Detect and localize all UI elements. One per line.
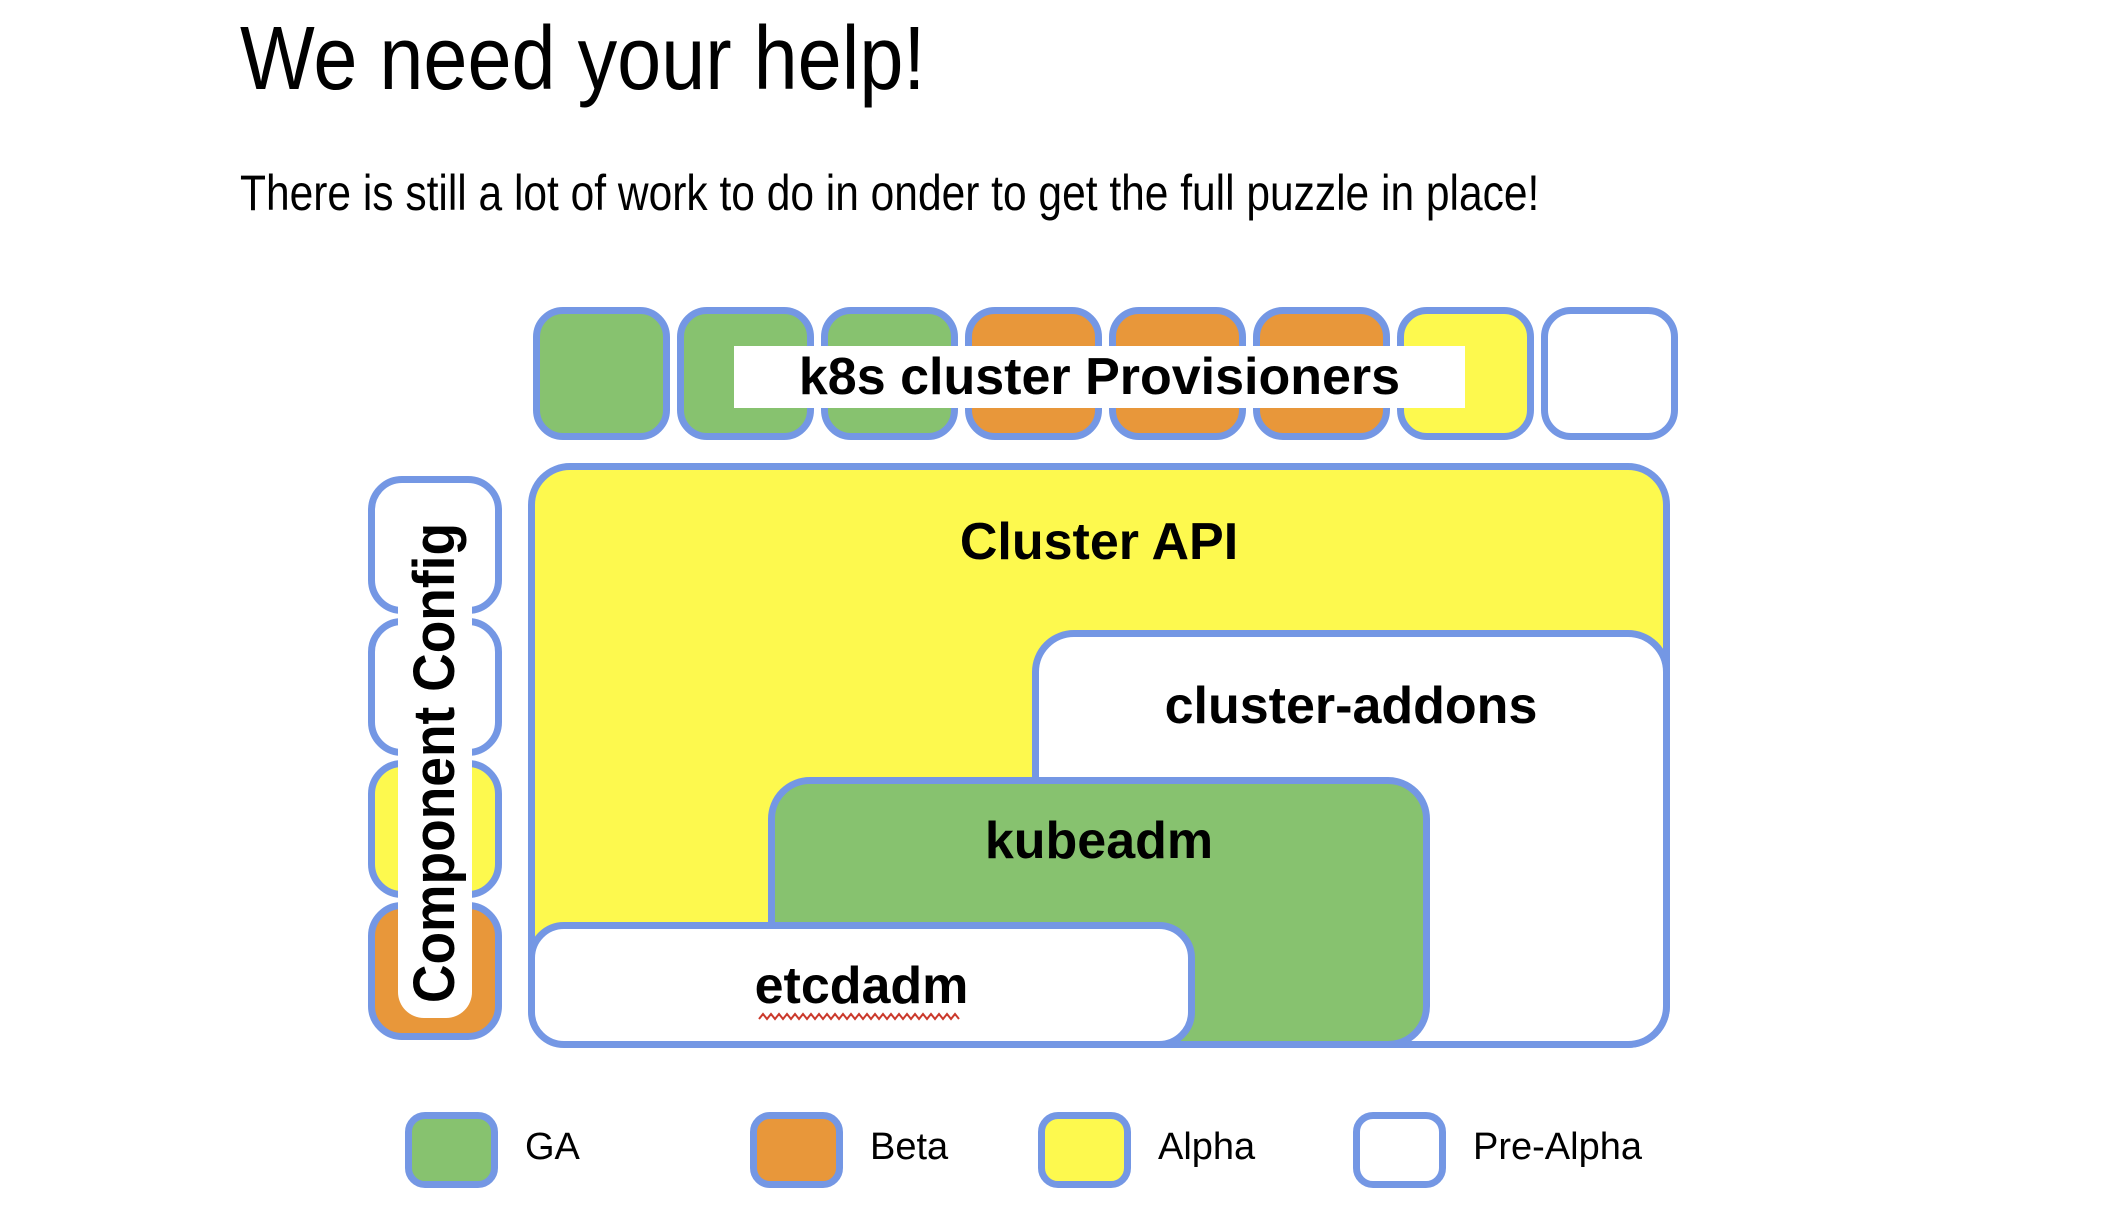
legend-swatch-ga — [405, 1112, 498, 1188]
etcdadm-block: etcdadm — [528, 922, 1195, 1048]
legend-swatch-alpha — [1038, 1112, 1131, 1188]
slide-title: We need your help! — [240, 9, 926, 109]
slide-subtitle: There is still a lot of work to do in on… — [240, 165, 1540, 221]
legend-label-ga: GA — [525, 1126, 580, 1168]
cluster-api-label: Cluster API — [959, 513, 1239, 571]
legend-label-beta: Beta — [870, 1126, 949, 1168]
legend-label-alpha: Alpha — [1158, 1126, 1256, 1168]
legend-swatch-pre-alpha — [1353, 1112, 1446, 1188]
kubeadm-label: kubeadm — [984, 812, 1214, 870]
provisioner-square — [1397, 307, 1534, 440]
provisioner-square — [1541, 307, 1678, 440]
etcdadm-label: etcdadm — [754, 957, 969, 1015]
component-config-label-strip — [398, 510, 472, 1018]
legend-swatch-beta — [750, 1112, 843, 1188]
provisioner-square — [533, 307, 670, 440]
provisioners-label: k8s cluster Provisioners — [734, 346, 1465, 408]
cluster-addons-label: cluster-addons — [1164, 677, 1538, 735]
legend-label-pre-alpha: Pre-Alpha — [1473, 1126, 1642, 1168]
component-config-label: Component Config — [402, 522, 467, 1004]
spellcheck-squiggle-icon — [758, 1012, 960, 1021]
